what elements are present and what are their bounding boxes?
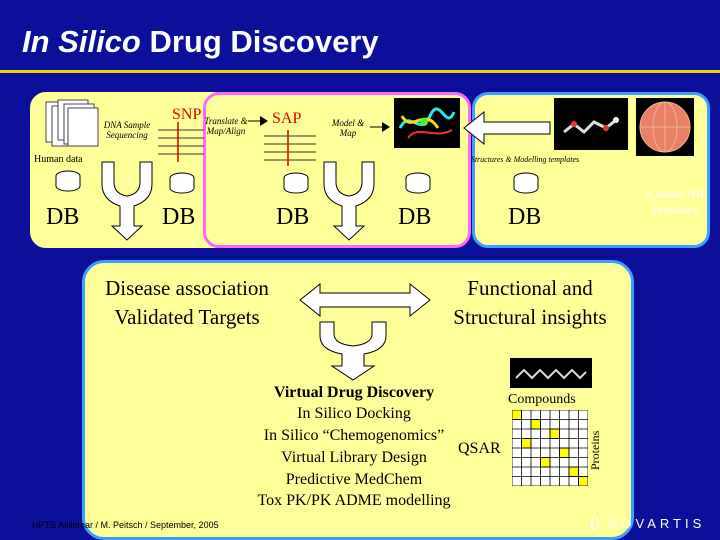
translate-label: Translate & Map/Align [204, 116, 248, 136]
merge-arrow-icon [323, 161, 375, 241]
target-classes-label: Kinases NR Proteases [646, 187, 704, 217]
merge-arrow-icon [101, 161, 153, 241]
snp-label: SNP [172, 106, 202, 123]
human-data-label: Human data [34, 154, 83, 165]
virtual-discovery-line: Predictive MedChem [285, 471, 423, 488]
virtual-discovery-heading: Virtual Drug Discovery [273, 384, 435, 401]
snp-lines-icon [158, 122, 204, 162]
database-icon [405, 172, 431, 194]
compounds-label: Compounds [508, 392, 576, 407]
virtual-discovery-line: In Silico “Chemogenomics” [263, 427, 445, 444]
qsar-label: QSAR [458, 440, 501, 457]
arrow-left-icon [463, 110, 551, 146]
novartis-logo: NOVARTIS [608, 516, 706, 531]
merge-arrow-icon [319, 321, 387, 381]
novartis-logo-icon [590, 514, 599, 532]
functional-insights-text: Functional and Structural insights [453, 276, 607, 329]
sap-label: SAP [272, 110, 302, 127]
arrow-right-icon [370, 122, 390, 132]
compound-molecule-image [510, 358, 592, 388]
model-map-label: Model & Map [331, 118, 365, 138]
database-icon [283, 172, 309, 194]
db-label-4: DB [398, 204, 432, 230]
double-arrow-icon [299, 282, 431, 318]
db-label-1: DB [46, 204, 80, 230]
virtual-discovery-line: Virtual Library Design [281, 449, 427, 466]
proteins-label: Proteins [588, 430, 602, 470]
db-label-5: DB [508, 204, 542, 230]
chemogenomics-matrix [512, 410, 588, 486]
arrow-right-icon [248, 116, 268, 126]
title-rule [0, 70, 720, 73]
database-icon [169, 172, 195, 194]
protein-structure-image [394, 98, 460, 148]
page-title: In Silico Drug Discovery [22, 24, 379, 59]
dna-sample-label: DNA Sample Sequencing [103, 120, 151, 140]
db-label-3: DB [276, 204, 310, 230]
database-icon [513, 172, 539, 194]
virtual-discovery-line: Tox PK/PK ADME modelling [257, 492, 451, 509]
database-icon [55, 170, 81, 192]
target-sphere-image [636, 98, 694, 156]
ligand-molecule-image [554, 98, 628, 150]
sap-lines-icon [264, 130, 316, 166]
disease-association-text: Disease association Validated Targets [105, 276, 269, 329]
sequence-pages-icon [45, 99, 99, 147]
structures-label: Structures & Modelling templates [470, 155, 580, 164]
footer-text: HPTS Asilomar / M. Peitsch / September, … [32, 520, 219, 530]
db-label-2: DB [162, 204, 196, 230]
virtual-discovery-line: In Silico Docking [297, 405, 411, 422]
